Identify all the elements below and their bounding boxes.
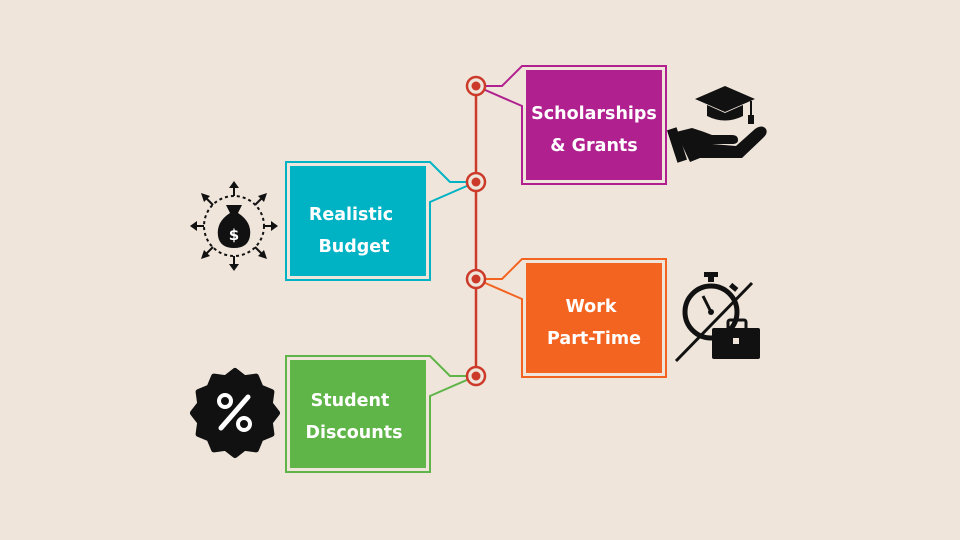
svg-text:$: $ bbox=[229, 226, 239, 244]
callout-box bbox=[290, 360, 426, 468]
callout-border bbox=[475, 258, 667, 378]
callout-border bbox=[285, 355, 477, 473]
item-budget: Realistic Budget $ bbox=[190, 161, 477, 281]
callout-label-line2: & Grants bbox=[550, 136, 637, 156]
money-bag-arrows-icon: $ bbox=[190, 181, 278, 271]
callout-label-line1: Work bbox=[566, 297, 617, 317]
callout-box bbox=[290, 166, 426, 276]
stopwatch-briefcase-icon bbox=[674, 272, 760, 363]
callout-label-line1: Student bbox=[311, 391, 390, 411]
node-work bbox=[465, 268, 487, 290]
node-discounts bbox=[465, 365, 487, 387]
percent-badge-icon bbox=[190, 368, 280, 458]
callout-label-line2: Part-Time bbox=[547, 329, 641, 349]
callout-label-line1: Realistic bbox=[309, 205, 393, 225]
item-scholarships: Scholarships & Grants bbox=[475, 65, 767, 185]
callout-box bbox=[526, 263, 662, 373]
callout-label-line1: Scholarships bbox=[531, 104, 657, 124]
node-scholarships bbox=[465, 75, 487, 97]
item-discounts: Student Discounts bbox=[190, 355, 477, 473]
callout-border bbox=[475, 65, 667, 185]
node-budget bbox=[465, 171, 487, 193]
callout-label-line2: Budget bbox=[318, 237, 389, 257]
callout-box bbox=[526, 70, 662, 180]
graduation-cap-hand-icon bbox=[666, 86, 767, 163]
callout-label-line2: Discounts bbox=[305, 423, 402, 443]
callout-border bbox=[285, 161, 477, 281]
item-work: Work Part-Time bbox=[475, 258, 760, 378]
